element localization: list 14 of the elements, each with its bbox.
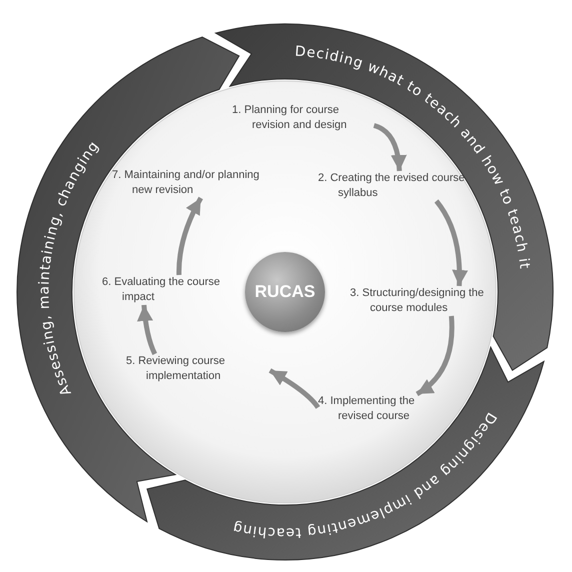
step-label: 6. Evaluating the course impact <box>102 275 242 305</box>
step-label: 2. Creating the revised course syllabus <box>318 171 466 201</box>
step-label: 3. Structuring/designing the course modules <box>350 286 506 316</box>
curved-arrow <box>268 368 320 409</box>
curved-arrow <box>176 196 203 275</box>
step-label: 5. Reviewing course implementation <box>126 354 270 384</box>
step-label: 1. Planning for course revision and design <box>232 103 374 133</box>
step-label: 7. Maintaining and/or planning new revision <box>112 168 260 198</box>
curved-arrow <box>137 304 158 356</box>
curved-arrow <box>434 199 468 286</box>
hub-label: RUCAS <box>254 282 316 302</box>
curved-arrow <box>416 316 454 396</box>
step-label: 4. Implementing the revised course <box>318 394 450 424</box>
curved-arrow <box>373 123 406 172</box>
